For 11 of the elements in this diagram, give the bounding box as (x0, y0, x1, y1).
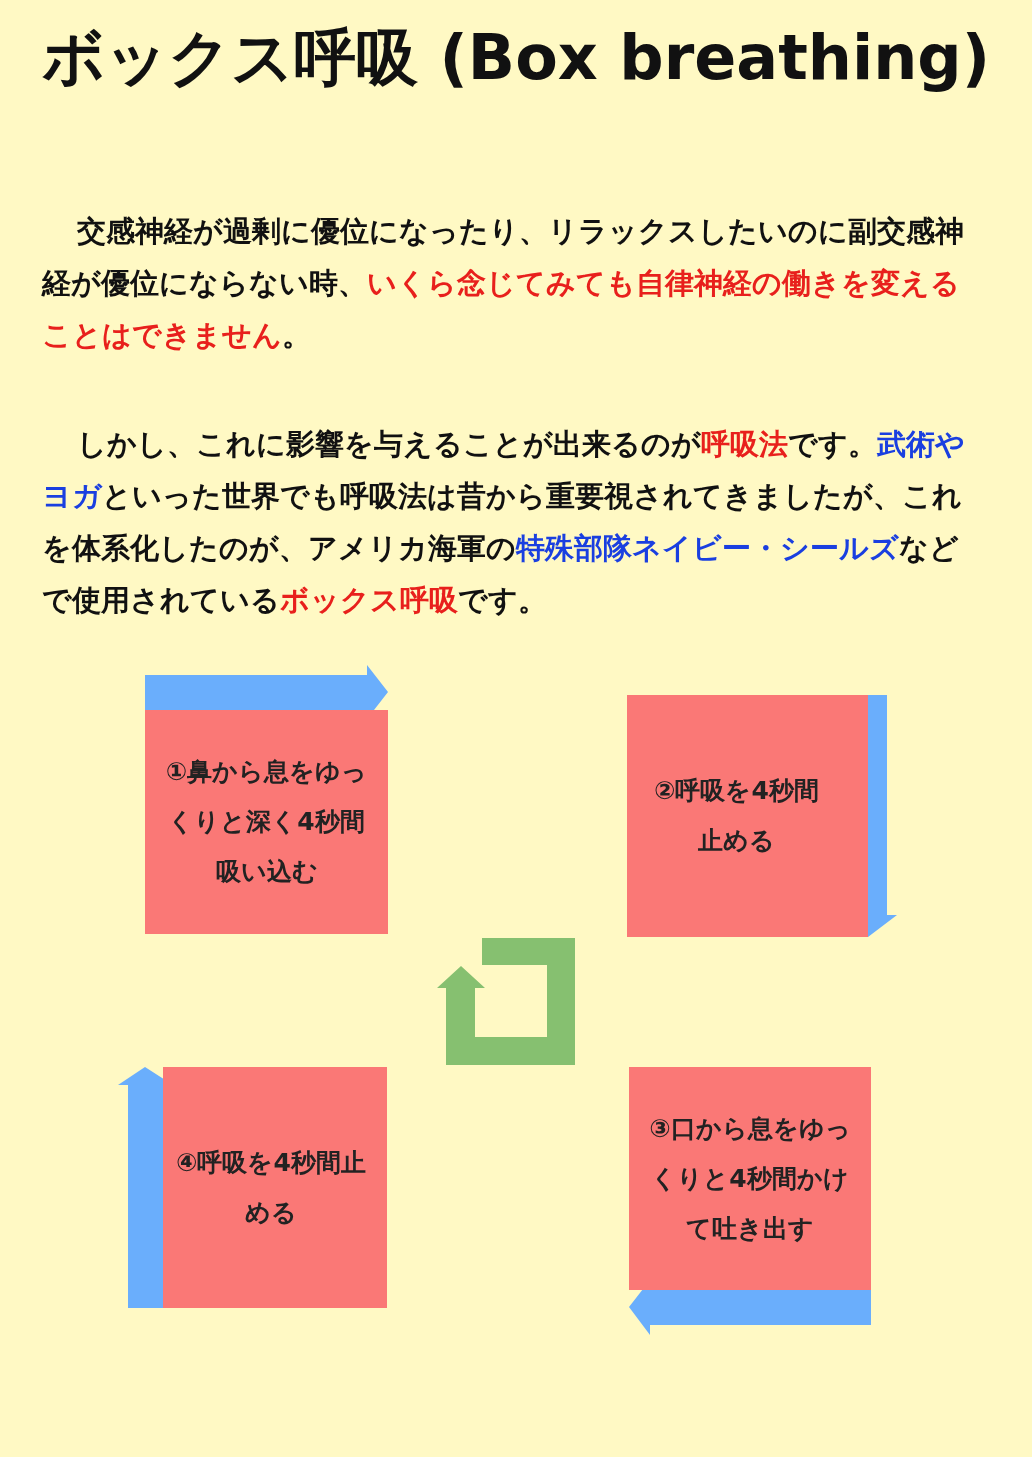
step-box (163, 1067, 387, 1308)
paragraph: 交感神経が過剰に優位になったり、リラックスしたいのに副交感神経が優位にならない時、いくら念じてみても自律神経の働きを変えることはできません。 (42, 213, 965, 354)
title: ボックス呼吸 (Box breathing) (40, 20, 992, 96)
step-box (629, 1067, 871, 1290)
step-text: ④呼吸を4秒間止める (175, 1146, 367, 1229)
step-text: ②呼吸を4秒間止める (653, 775, 820, 857)
step-box (145, 710, 388, 934)
step-text: ①鼻から息をゆっくりと深く4秒間吸い込む (164, 756, 369, 888)
step-box (627, 695, 868, 937)
step-text: ③口から息をゆっくりと4秒間かけて吐き出す (648, 1112, 852, 1245)
paragraph: しかし、これに影響を与えることが出来るのが呼吸法です。武術やヨガといった世界でも呼吸法は昔から重要視されてきましたが、これを体系化したのが、アメリカ海軍の特殊部隊ネイビー・シールズなどで使用されているボックス呼吸です。 (42, 426, 966, 619)
